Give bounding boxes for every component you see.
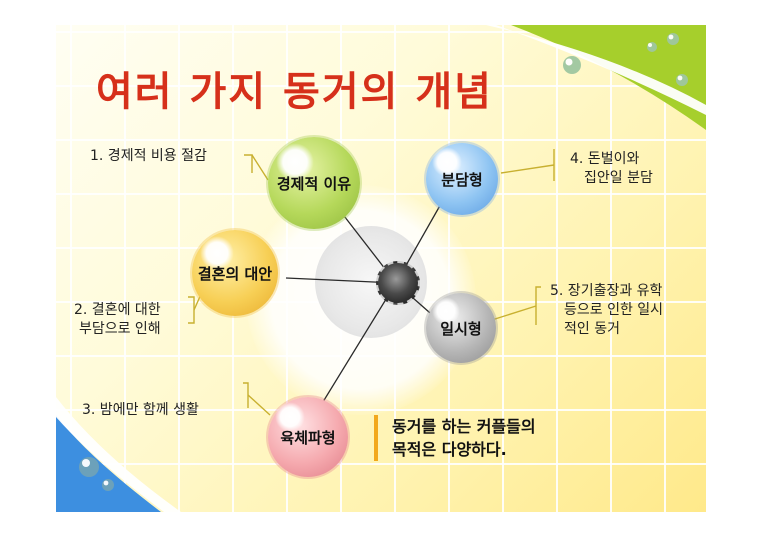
drop-icon [79,33,688,491]
node-label: 경제적 이유 [276,174,352,193]
conclusion-line-2: 목적은 다양하다. [392,440,507,459]
node-marriage-alternative: 결혼의 대안 [192,230,278,316]
note-5: 5. 장기출장과 유학 등으로 인한 일시 적인 동거 [550,283,664,337]
node-physical-type: 육체파형 [268,397,348,477]
conclusion-line-1: 동거를 하는 커플들의 [392,417,536,436]
sphere-highlight [275,402,305,432]
decorative-curves [56,25,706,512]
note-3: 3. 밤에만 함께 생활 [82,402,199,418]
sphere-highlight [200,236,234,270]
note-1: 1. 경제적 비용 절감 [90,148,207,164]
hub-sphere [376,261,420,305]
slide: 여러 가지 동거의 개념 경제적 이유 결혼 [56,25,706,512]
sphere-highlight [432,147,462,177]
note-2: 2. 결혼에 대한 부담으로 인해 [74,302,161,337]
page-title: 여러 가지 동거의 개념 [96,69,493,115]
conclusion-text: 동거를 하는 커플들의 목적은 다양하다. [374,415,536,461]
node-label: 일시형 [440,319,482,338]
node-label: 육체파형 [280,428,336,447]
sphere-highlight [276,143,314,181]
sphere-highlight [432,297,460,325]
node-economic-reason: 경제적 이유 [268,137,360,229]
node-label: 분담형 [441,170,483,189]
note-4: 4. 돈벌이와 집안일 분담 [570,151,653,186]
node-sharing-type: 분담형 [426,143,498,215]
node-label: 결혼의 대안 [197,264,273,283]
node-temporary-type: 일시형 [426,293,496,363]
